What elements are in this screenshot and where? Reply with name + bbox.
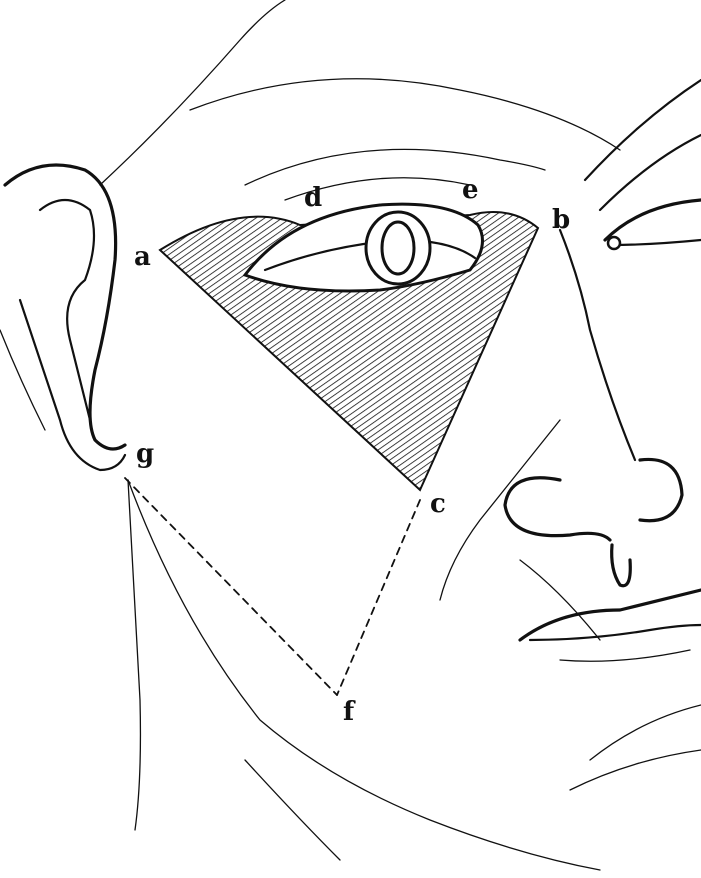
neck-line-back — [128, 480, 140, 830]
chin-line-2 — [570, 750, 701, 790]
label-e: e — [462, 175, 479, 205]
forehead-line — [190, 79, 620, 150]
lip-line — [530, 625, 701, 640]
dashed-line-g-f — [125, 478, 337, 695]
label-f: f — [343, 697, 356, 727]
far-eye — [605, 200, 701, 240]
cheek-line-2 — [520, 560, 600, 640]
brow-line-outer — [245, 149, 545, 185]
far-brow-1 — [585, 80, 701, 180]
cheek-line-1 — [440, 420, 560, 600]
eye-outline — [245, 204, 483, 291]
ear-helix-line — [0, 330, 45, 430]
label-g: g — [136, 439, 154, 469]
nose-ala — [505, 478, 610, 540]
eye-pupil — [382, 222, 414, 274]
label-c: c — [430, 489, 446, 519]
label-a: a — [134, 242, 151, 272]
label-b: b — [552, 205, 570, 235]
nostril — [640, 459, 682, 520]
far-eye-lower — [610, 240, 701, 245]
far-eye-corner — [608, 237, 620, 249]
lower-lip — [560, 650, 690, 661]
neck-line-front — [245, 760, 340, 860]
jaw-line — [128, 480, 600, 870]
temple-outline — [100, 0, 285, 185]
nose-bridge — [560, 230, 635, 460]
label-d: d — [304, 183, 322, 213]
ear-lobe — [20, 300, 125, 470]
dashed-line-c-f — [337, 500, 420, 695]
nose-tip-drip — [612, 545, 631, 586]
chin-line-1 — [590, 705, 701, 760]
upper-lip — [520, 590, 701, 640]
